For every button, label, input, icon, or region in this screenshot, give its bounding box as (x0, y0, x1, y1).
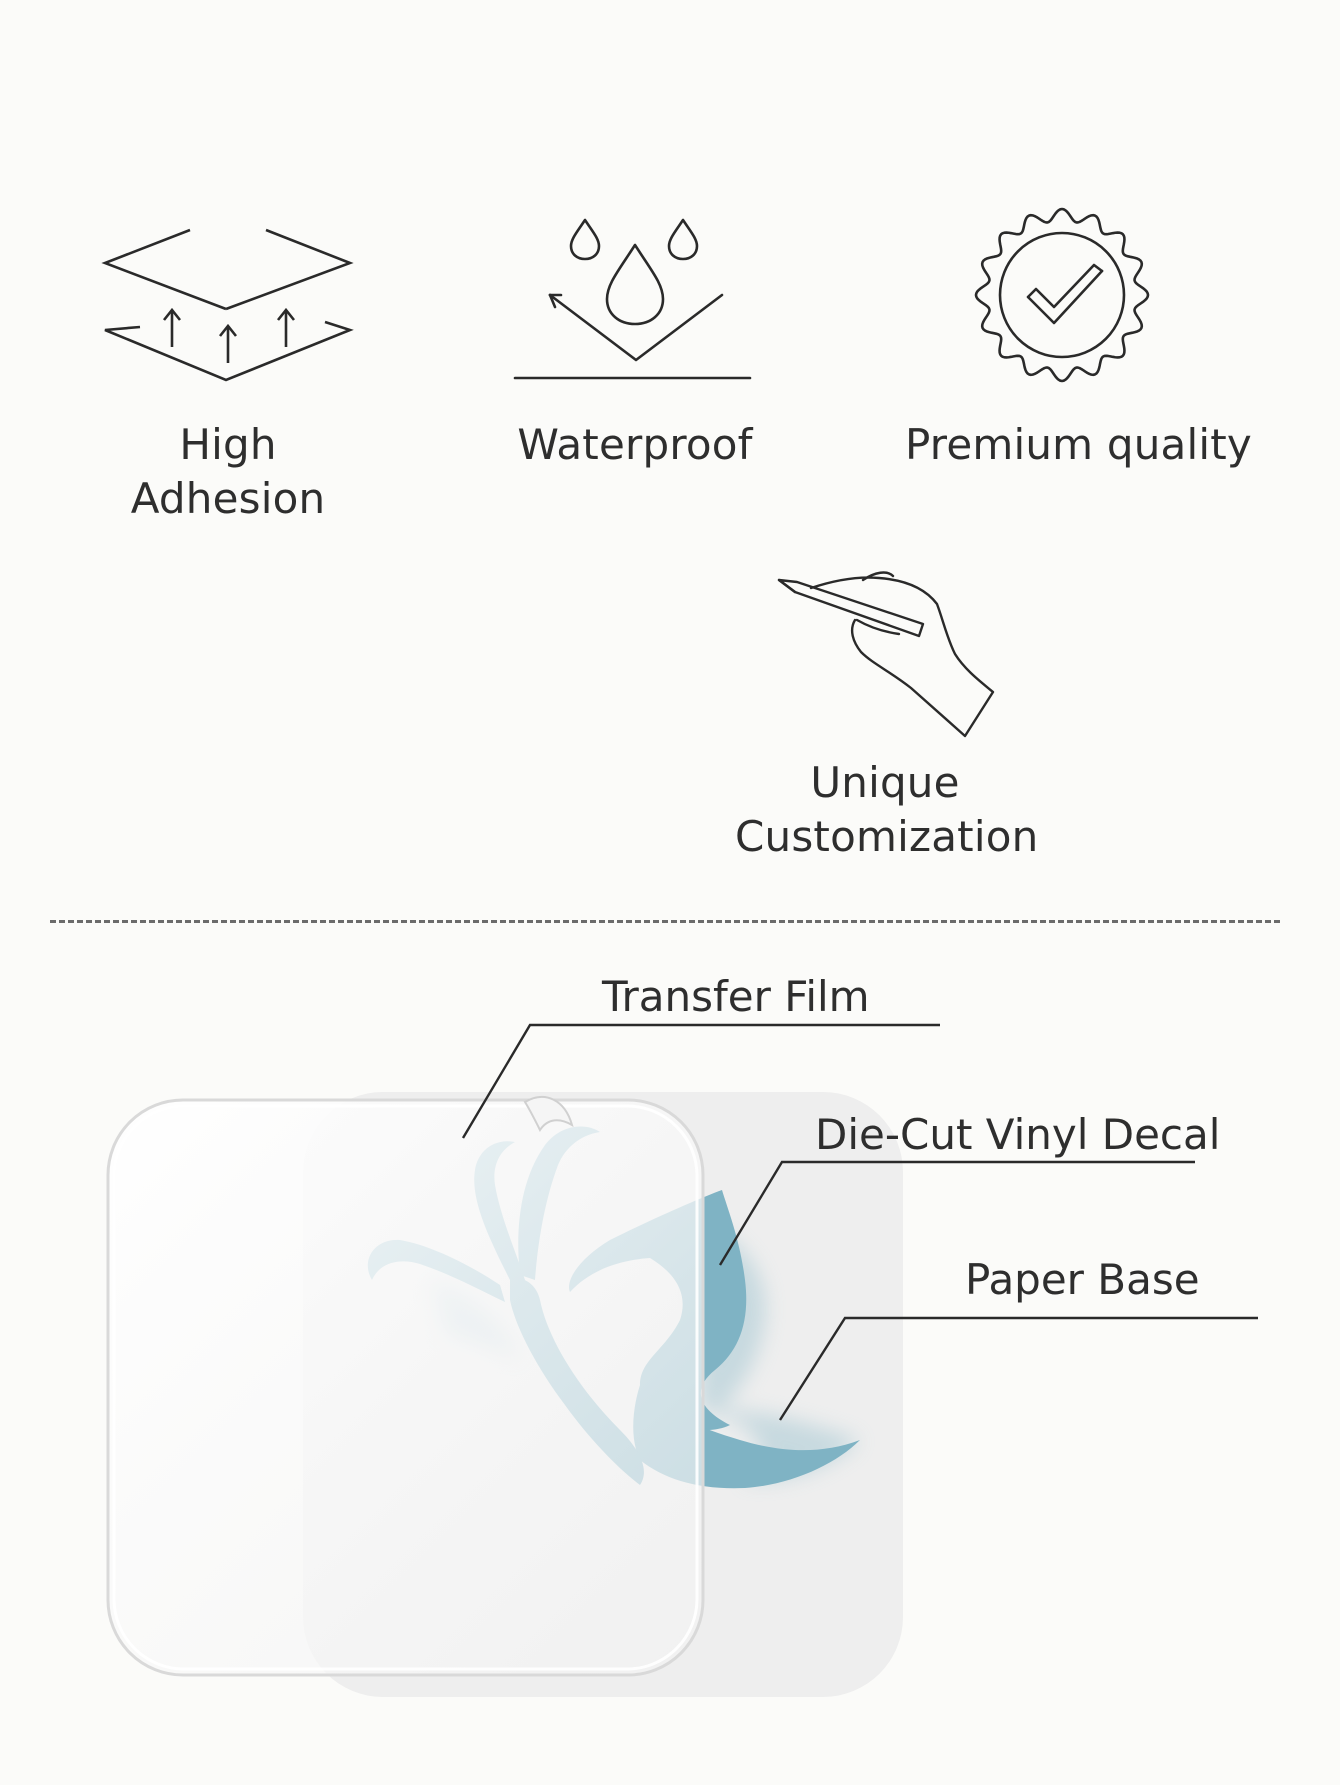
hand-pen-icon (775, 570, 1005, 740)
feature-label-high-adhesion: High Adhesion (130, 420, 326, 523)
feature-label-premium-quality: Premium quality (905, 420, 1252, 469)
leader-line-vinyl-decal (718, 1160, 1195, 1266)
label-paper-base: Paper Base (965, 1255, 1200, 1304)
quality-seal-check-icon (970, 203, 1155, 388)
dashed-divider (50, 920, 1280, 923)
decal-layers-diagram (0, 940, 1340, 1785)
transfer-film-sheet (106, 1098, 705, 1677)
leader-line-transfer-film (461, 1023, 940, 1139)
layers-adhesion-icon (100, 225, 360, 385)
water-drops-icon (513, 210, 755, 385)
label-die-cut-vinyl-decal: Die-Cut Vinyl Decal (815, 1110, 1221, 1159)
label-transfer-film: Transfer Film (602, 972, 870, 1021)
leader-line-paper-base (778, 1316, 1258, 1421)
feature-label-waterproof: Waterproof (517, 420, 753, 469)
feature-label-unique-customization: Unique Customization (735, 758, 1039, 861)
peeled-corner (523, 1096, 574, 1132)
